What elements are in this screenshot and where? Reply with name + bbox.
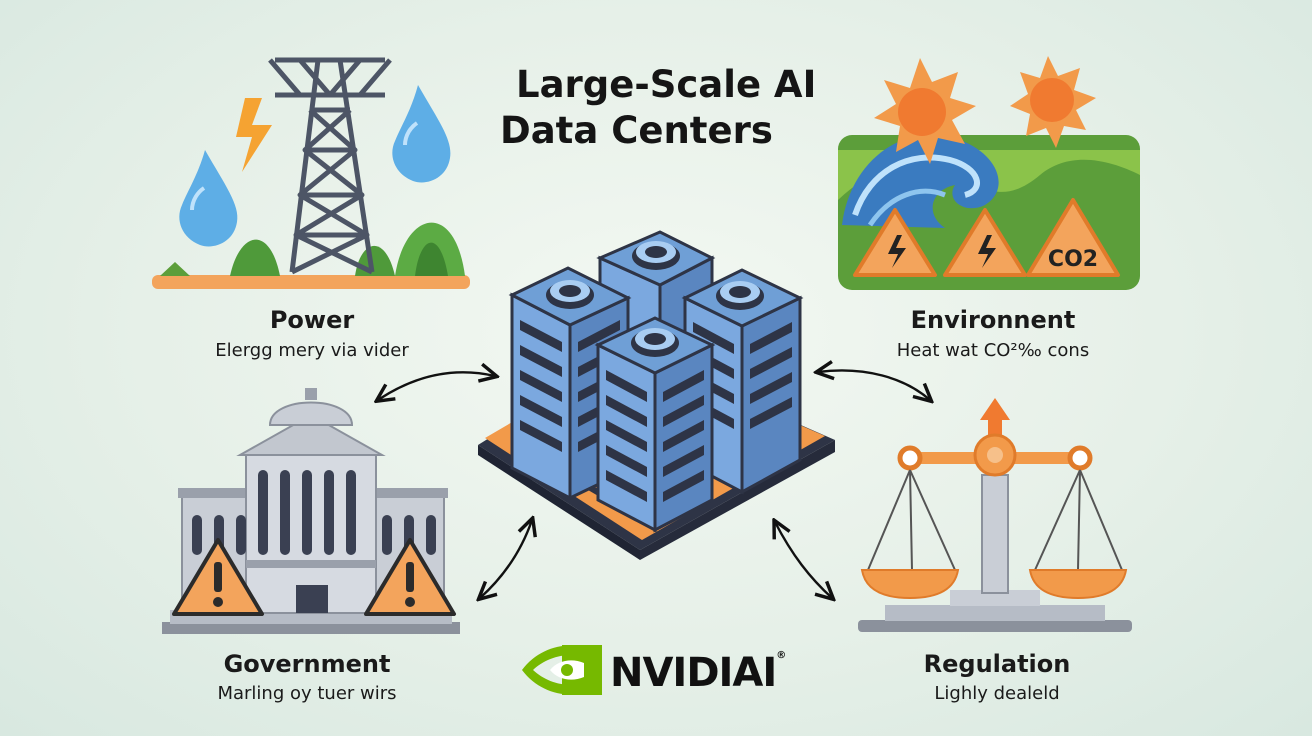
lightning-icon: [236, 98, 272, 172]
double-arrow-icon: [818, 370, 930, 400]
government-subtitle: Marling oy tuer wirs: [217, 683, 397, 704]
nvidia-logo-text: NVIDIAI®: [610, 650, 786, 696]
server-tower: [681, 268, 804, 495]
government-label: Government: [223, 650, 391, 678]
water-drop-icon: [179, 150, 238, 247]
warning-icon: [943, 208, 1027, 277]
environment-subtitle: Heat wat CO²‰ cons: [896, 340, 1090, 361]
server-cluster-icon: [478, 230, 835, 560]
title-line-1: Large-Scale AI: [516, 63, 817, 106]
power-tower-icon: [268, 57, 392, 275]
sun-icon: [1010, 56, 1096, 148]
double-arrow-icon: [378, 372, 495, 400]
logo-registered-mark: ®: [776, 650, 786, 661]
warning-icon: [853, 208, 937, 277]
regulation-label: Regulation: [923, 650, 1071, 678]
double-arrow-icon: [480, 520, 532, 598]
scales-icon: [858, 398, 1132, 632]
wave-icon: [842, 134, 999, 228]
environment-label: Environnent: [910, 306, 1076, 334]
co2-warning-icon: CO2: [1026, 198, 1120, 277]
logo-wordmark: NVIDIAI: [610, 650, 777, 696]
sun-icon: [874, 58, 976, 164]
diagram-title: Large-Scale AI Data Centers: [500, 62, 880, 154]
warning-icon: [172, 538, 264, 616]
environment-illustration: CO2: [838, 56, 1140, 290]
co2-badge-text: CO2: [1048, 247, 1098, 272]
regulation-subtitle: Lighly dealeld: [934, 683, 1060, 704]
double-arrow-icon: [775, 522, 832, 598]
nvidia-eye-icon: [522, 645, 602, 695]
power-subtitle: Elergg mery via vider: [215, 340, 409, 361]
server-tower: [508, 266, 632, 501]
power-label: Power: [269, 306, 355, 334]
title-line-2: Data Centers: [500, 109, 773, 152]
power-illustration: [152, 57, 470, 289]
server-tower: [594, 316, 716, 533]
ground-strip: [152, 275, 470, 289]
water-drop-icon: [392, 85, 451, 183]
government-building-icon: [162, 388, 460, 634]
warning-icon: [364, 538, 456, 616]
